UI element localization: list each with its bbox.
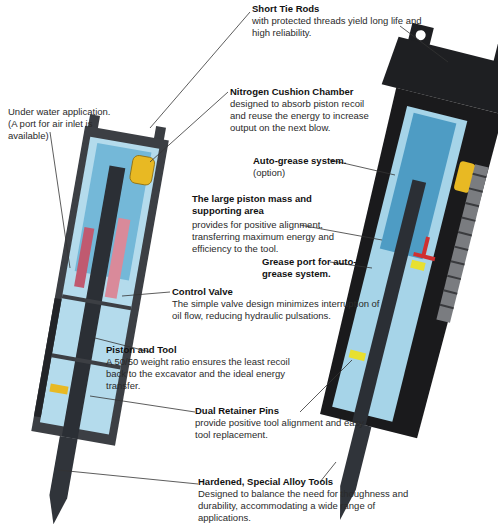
callout-text: Designed to balance the need for thoughn… — [198, 488, 426, 524]
callout-text: provide positive tool alignment and easy… — [195, 417, 367, 441]
callout-text: (A port for air inlet is available) — [8, 118, 133, 142]
callout-heading: Hardened, Special Alloy Tools — [198, 476, 398, 488]
callout-heading: Grease port for auto-grease system. — [262, 256, 372, 280]
callout-text: designed to absorb piston recoil and reu… — [230, 98, 378, 134]
callout-heading: Nitrogen Cushion Chamber — [230, 86, 390, 98]
leader-lines — [50, 12, 448, 484]
callout-text: Under water application. — [8, 106, 148, 118]
callout-heading: Piston and Tool — [106, 344, 226, 356]
callout-heading: Short Tie Rods — [252, 3, 452, 15]
callout-text: The simple valve design minimizes interr… — [172, 298, 387, 322]
callout-heading: The large piston mass and supporting are… — [192, 193, 317, 217]
callout-text: A 50/50 weight ratio ensures the least r… — [106, 356, 301, 392]
callout-text: (option) — [253, 167, 353, 179]
left-breaker — [16, 114, 171, 526]
callout-heading: Auto-grease system. — [253, 155, 383, 167]
callout-heading: Control Valve — [172, 286, 292, 298]
callout-text: with protected threads yield long life a… — [252, 15, 442, 39]
callout-heading: Dual Retainer Pins — [195, 405, 335, 417]
callout-text: provides for positive alignment, transfe… — [192, 219, 364, 255]
